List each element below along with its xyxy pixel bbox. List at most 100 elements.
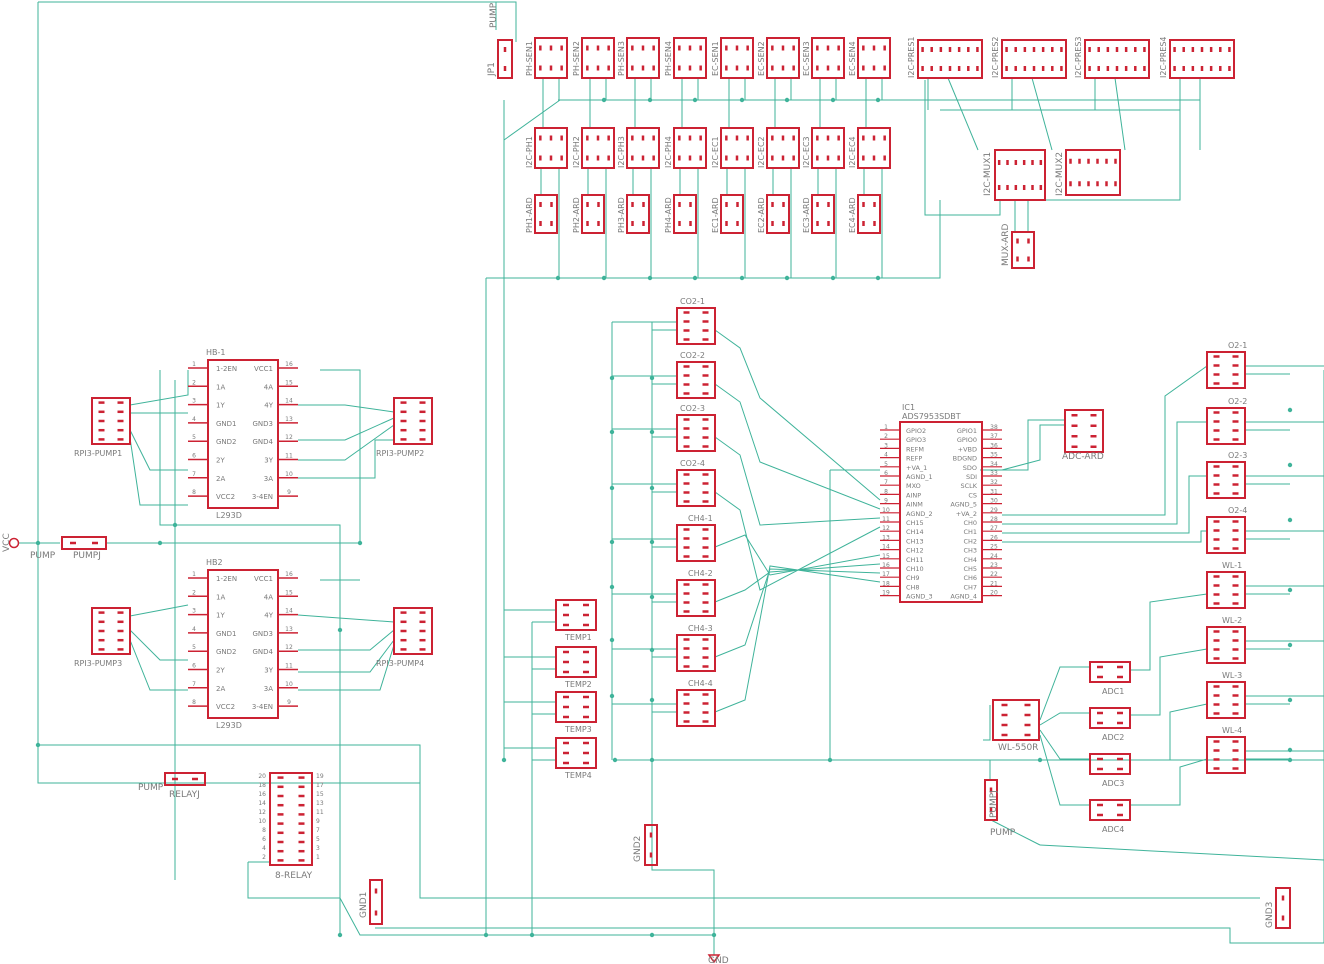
pin-header[interactable] [811,194,835,234]
pin-header[interactable] [91,397,131,445]
wl-label: WL-2 [1222,616,1242,625]
pin-header[interactable] [61,536,107,550]
pin-header[interactable] [994,149,1046,201]
pin-header[interactable] [1089,661,1131,683]
pin-header[interactable] [1084,39,1150,79]
pin-header[interactable] [676,414,716,452]
pin-header[interactable] [676,634,716,672]
ic-pin-label: 4A [264,383,273,391]
pin-header[interactable] [269,772,313,866]
pin-header[interactable] [1169,39,1235,79]
pin-header[interactable] [581,194,605,234]
pin-header[interactable] [164,772,206,786]
wire [1130,648,1208,716]
pin-header[interactable] [676,469,716,507]
ic1-pin-number: 35 [990,452,998,459]
ch4-label: CH4-4 [688,679,713,688]
junction-dot [1287,642,1293,648]
pin-header[interactable] [992,699,1040,741]
pin-header[interactable] [676,579,716,617]
pin-header[interactable] [555,691,597,723]
pin-header[interactable] [917,39,983,79]
pin-header[interactable] [555,599,597,631]
header-body [811,37,845,79]
pin-header[interactable] [1206,407,1246,445]
pin-header[interactable] [1089,707,1131,729]
header-top-label: EC-SEN3 [802,41,811,76]
pin-header[interactable] [1206,571,1246,609]
header-body [857,127,891,169]
ic1-pin-number: 5 [884,461,888,468]
pin-header[interactable] [626,37,660,79]
pin-header[interactable] [1206,681,1246,719]
pin-header[interactable] [676,307,716,345]
pin-header[interactable] [676,689,716,727]
pin-header[interactable] [766,127,800,169]
pin-header[interactable] [857,194,881,234]
ic1-pin-label: CH5 [963,565,977,573]
pin-header[interactable] [555,646,597,678]
pin-header[interactable] [1206,736,1246,774]
ic-pin-number: 16 [285,571,293,578]
adc-ic-ads7953[interactable] [880,421,1002,603]
pin-header[interactable] [393,397,433,445]
header-body [857,194,881,234]
pin-header[interactable] [673,37,707,79]
pin-header[interactable] [720,127,754,169]
ic1-pin-label: CH8 [906,583,920,591]
pin-header[interactable] [766,194,790,234]
pin-header[interactable] [644,824,658,866]
pin-header[interactable] [1089,753,1131,775]
pin-header[interactable] [766,37,800,79]
wire-layer [14,1,1324,955]
pin-header[interactable] [1011,231,1035,269]
pin-header[interactable] [626,194,650,234]
pin-header[interactable] [581,127,615,169]
pin-header[interactable] [369,879,383,925]
pin-header[interactable] [1064,409,1104,453]
pin-header[interactable] [626,127,660,169]
pin-header[interactable] [720,37,754,79]
pin-header[interactable] [1206,351,1246,389]
pin-header[interactable] [534,37,568,79]
pin-header[interactable] [393,607,433,655]
pin-header[interactable] [676,361,716,399]
pin-header[interactable] [857,127,891,169]
pin-header[interactable] [581,37,615,79]
h-bridge-ic[interactable] [188,569,298,719]
pin-header[interactable] [984,779,998,821]
wire [38,744,1260,899]
pin-header[interactable] [720,194,744,234]
junction-dot [1287,407,1293,413]
ic1-pin-number: 4 [884,452,888,459]
pin-header[interactable] [1065,149,1121,196]
pin-header[interactable] [676,524,716,562]
pin-header[interactable] [811,37,845,79]
ic-pin-number: 8 [192,489,196,496]
pin-header[interactable] [1275,887,1291,929]
pin-header[interactable] [91,607,131,655]
ic1-pin-number: 11 [882,516,890,523]
junction-dot [609,539,615,545]
pin-header[interactable] [534,194,558,234]
header-body [1206,626,1246,664]
pin-header[interactable] [555,737,597,769]
pin-header[interactable] [1206,516,1246,554]
ic-pin-label: GND1 [216,630,237,638]
junction-dot [784,97,790,103]
pin-header[interactable] [1089,799,1131,821]
h-bridge-ic[interactable] [188,359,298,509]
junction-dot [157,540,163,546]
junction-dot [601,275,607,281]
pin-header[interactable] [1206,626,1246,664]
pin-header[interactable] [534,127,568,169]
pin-header[interactable] [857,37,891,79]
pin-header[interactable] [673,127,707,169]
pin-header[interactable] [811,127,845,169]
pin-header[interactable] [497,39,513,79]
pin-header[interactable] [1206,461,1246,499]
pin-header[interactable] [673,194,697,234]
pin-header[interactable] [1001,39,1067,79]
header-body [1084,39,1150,79]
wire [38,1,497,30]
